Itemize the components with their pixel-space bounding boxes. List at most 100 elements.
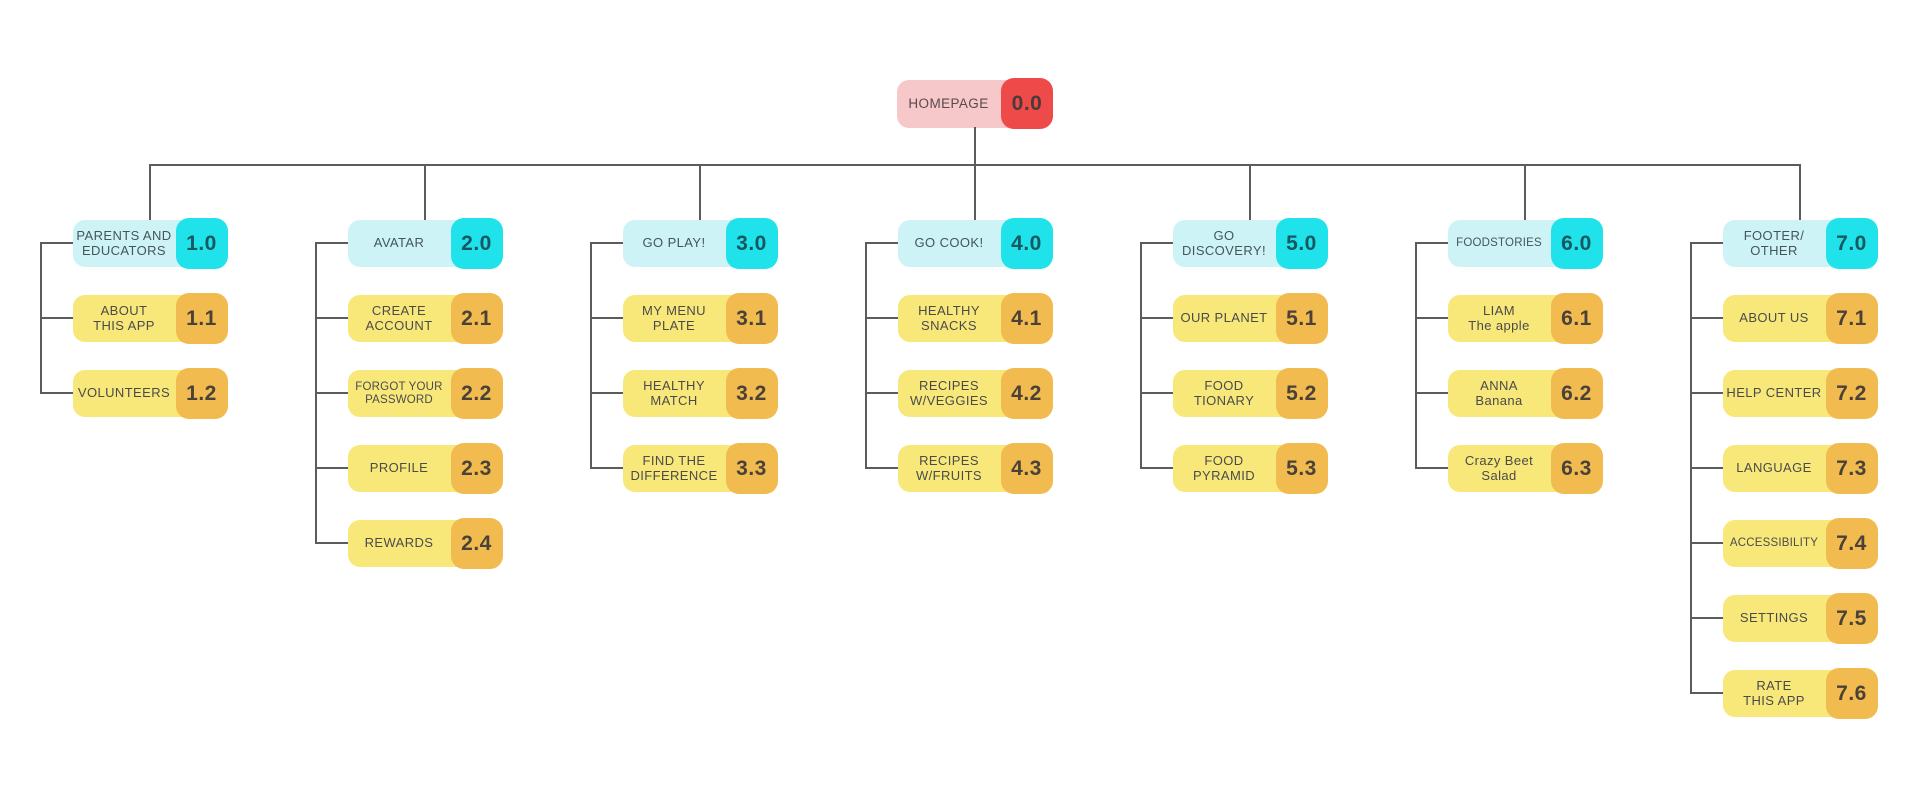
connector-stub — [40, 317, 73, 319]
connector-stub — [1690, 467, 1723, 469]
node-label: OUR PLANET — [1180, 310, 1268, 326]
node-7-4: ACCESSIBILITY 7.4 — [1722, 518, 1878, 569]
node-code-badge: 1.0 — [175, 218, 228, 269]
connector-stub — [1690, 692, 1723, 694]
node-label: REWARDS — [364, 535, 434, 551]
node-label: RECIPES W/FRUITS — [915, 452, 983, 483]
connector-stub — [1140, 467, 1173, 469]
node-code-badge: 2.4 — [450, 518, 503, 569]
node-label: RATE THIS APP — [1743, 677, 1805, 708]
connector-stub — [1690, 392, 1723, 394]
connector-stub — [40, 242, 73, 244]
connector-stub — [315, 242, 348, 244]
connector-stub — [865, 242, 898, 244]
node-label: VOLUNTEERS — [77, 385, 171, 401]
node-label: GO DISCOVERY! — [1182, 227, 1266, 258]
node-label: FORGOT YOUR PASSWORD — [355, 380, 443, 406]
node-code-badge: 5.3 — [1275, 443, 1328, 494]
connector-stub — [1415, 242, 1448, 244]
connector-stub — [315, 542, 348, 544]
node-label: HEALTHY SNACKS — [918, 302, 980, 333]
node-5-1: OUR PLANET 5.1 — [1172, 293, 1328, 344]
connector-stub — [1140, 392, 1173, 394]
node-code-badge: 5.0 — [1275, 218, 1328, 269]
node-code-badge: 2.2 — [450, 368, 503, 419]
node-label: PROFILE — [369, 460, 429, 476]
node-4-0: GO COOK!4.0 — [897, 218, 1053, 269]
node-code-badge: 3.0 — [725, 218, 778, 269]
connector-stub — [1415, 317, 1448, 319]
connector-stub — [865, 317, 898, 319]
node-label: FOODSTORIES — [1456, 237, 1542, 250]
node-3-2: HEALTHY MATCH 3.2 — [622, 368, 778, 419]
connector-stub — [315, 467, 348, 469]
node-homepage: HOMEPAGE 0.0 — [897, 78, 1053, 129]
node-code-badge: 6.2 — [1550, 368, 1603, 419]
connector-drop — [1524, 164, 1526, 221]
node-2-4: REWARDS 2.4 — [347, 518, 503, 569]
node-code-badge: 7.2 — [1825, 368, 1878, 419]
connector-drop — [149, 164, 151, 221]
connector-rail — [590, 242, 592, 469]
node-5-0: GO DISCOVERY! 5.0 — [1172, 218, 1328, 269]
node-code-badge: 0.0 — [1001, 78, 1053, 129]
connector-stub — [1415, 392, 1448, 394]
node-label: FOOTER/ OTHER — [1743, 227, 1805, 258]
node-label: FIND THE DIFFERENCE — [630, 452, 718, 483]
connector-drop — [699, 164, 701, 221]
node-label: FOOD PYRAMID — [1192, 452, 1256, 483]
node-5-3: FOOD PYRAMID 5.3 — [1172, 443, 1328, 494]
node-code-badge: 3.2 — [725, 368, 778, 419]
node-6-1: LIAM The apple 6.1 — [1447, 293, 1603, 344]
node-label: HELP CENTER — [1726, 385, 1822, 401]
node-code-badge: 4.1 — [1000, 293, 1053, 344]
node-code-badge: 5.1 — [1275, 293, 1328, 344]
node-label: RECIPES W/VEGGIES — [909, 377, 988, 408]
node-code-badge: 7.5 — [1825, 593, 1878, 644]
connector-stub — [590, 242, 623, 244]
node-label: PARENTS AND EDUCATORS — [76, 227, 172, 258]
connector-stub — [1690, 617, 1723, 619]
node-label: HEALTHY MATCH — [643, 377, 705, 408]
node-label: LIAM The apple — [1468, 302, 1530, 333]
node-code-badge: 7.3 — [1825, 443, 1878, 494]
node-label: ABOUT THIS APP — [93, 302, 155, 333]
connector-stub — [865, 392, 898, 394]
connector-stub — [590, 467, 623, 469]
node-code-badge: 7.1 — [1825, 293, 1878, 344]
connector-root-drop — [974, 127, 976, 221]
connector-drop — [424, 164, 426, 221]
connector-stub — [315, 392, 348, 394]
node-code-badge: 3.1 — [725, 293, 778, 344]
node-code-badge: 7.4 — [1825, 518, 1878, 569]
node-label: ACCESSIBILITY — [1729, 537, 1819, 550]
node-code-badge: 7.6 — [1825, 668, 1878, 719]
node-label: CREATE ACCOUNT — [365, 302, 433, 333]
node-label: HOMEPAGE — [908, 96, 989, 112]
node-label: FOOD TIONARY — [1193, 377, 1255, 408]
node-code-badge: 6.1 — [1550, 293, 1603, 344]
node-label: GO COOK! — [914, 235, 984, 251]
node-label: AVATAR — [373, 235, 425, 251]
node-label: Crazy Beet Salad — [1464, 452, 1534, 483]
connector-stub — [590, 317, 623, 319]
connector-stub — [1415, 467, 1448, 469]
node-code-badge: 1.2 — [175, 368, 228, 419]
